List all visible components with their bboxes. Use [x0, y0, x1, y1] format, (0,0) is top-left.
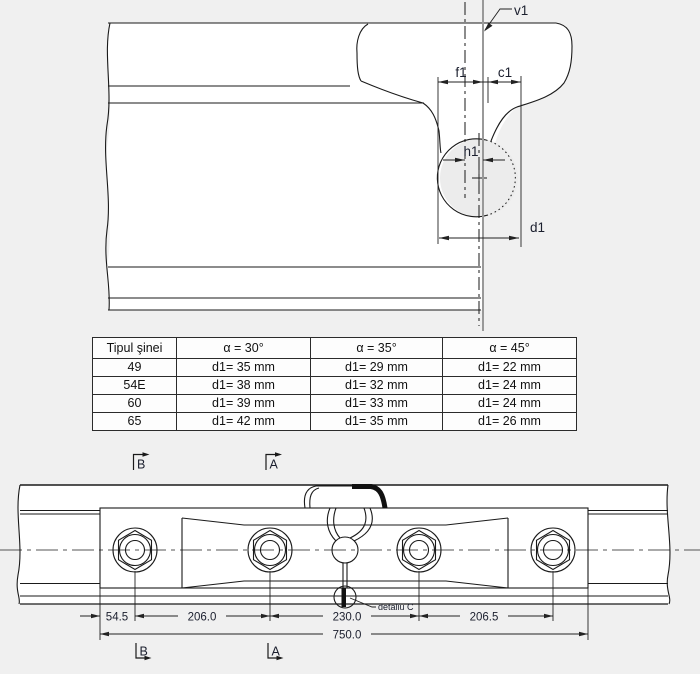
fishplate-rib-bottom [181, 580, 509, 589]
rail-head-line-left [20, 509, 100, 515]
table-row: 60 d1= 39 mm d1= 33 mm d1= 24 mm [92, 394, 577, 413]
fishplate-joint-drawing: detaliu C 54.5 206.0 230.0 206.5 750.0 [0, 452, 700, 661]
section-a-bottom-label: A [272, 645, 281, 659]
weld-ball [331, 536, 359, 564]
table-row: 49 d1= 35 mm d1= 29 mm d1= 22 mm [92, 358, 577, 377]
table-cell: d1= 42 mm [176, 412, 311, 431]
label-v1: v1 [514, 3, 528, 18]
table-cell: d1= 35 mm [310, 412, 443, 431]
table-cell: d1= 22 mm [442, 358, 577, 377]
detail-c-circle [333, 585, 357, 609]
bolt-2-hex-nut [252, 529, 288, 571]
rail-joint-side-view-drawing: v1 f1 c1 h1 d1 [105, 0, 573, 331]
label-c1: c1 [498, 65, 512, 80]
table-cell: d1= 35 mm [176, 358, 311, 377]
weld-dome-shadow [352, 484, 388, 509]
table-cell: 49 [92, 358, 177, 377]
dim-230-0: 230.0 [333, 612, 362, 624]
section-b-bottom-label: B [140, 645, 148, 659]
weld-funnel-right-inner [349, 507, 367, 539]
bolt-3 [396, 527, 442, 573]
label-d1: d1 [530, 220, 545, 235]
rail-body-fill [106, 23, 484, 310]
dim-206-0: 206.0 [188, 612, 217, 624]
label-f1: f1 [455, 65, 466, 80]
bottom-dimension-texts: 54.5 206.0 230.0 206.5 750.0 [106, 612, 499, 642]
bolt-3-hex-nut [401, 529, 437, 571]
weld-dome-fill [304, 486, 386, 508]
detail-c-leader [349, 597, 376, 608]
table-cell: d1= 24 mm [442, 376, 577, 395]
leader-v1 [484, 8, 512, 31]
break-line-left [105, 22, 111, 311]
detail-c-marker: detaliu C [333, 585, 414, 612]
break-line-right [666, 484, 671, 605]
table-cell: d1= 38 mm [176, 376, 311, 395]
table-header-rail-type: Tipul şinei [92, 337, 177, 359]
dim-750-0: 750.0 [333, 630, 362, 642]
section-b-top-label: B [137, 458, 145, 472]
table-cell: d1= 33 mm [310, 394, 443, 413]
table-row: 54E d1= 38 mm d1= 32 mm d1= 24 mm [92, 376, 577, 395]
label-h1: h1 [463, 144, 478, 159]
table-cell: d1= 26 mm [442, 412, 577, 431]
weld-funnel-right-outer [353, 507, 373, 542]
table-header-alpha-35: α = 35° [310, 337, 443, 359]
rail-head-end-profile-fill [356, 23, 572, 158]
rail-head-line-right [588, 509, 668, 515]
top-dimensions [437, 8, 522, 247]
table-header-alpha-45: α = 45° [442, 337, 577, 359]
detail-c-label: detaliu C [378, 602, 414, 612]
bolt-4-hex-nut [535, 529, 571, 571]
break-line-left [16, 484, 21, 605]
head-profile-bottom-left [360, 80, 442, 154]
dim-206-5: 206.5 [470, 612, 499, 624]
fishplate-rib-top [181, 517, 509, 526]
table-cell: 65 [92, 412, 177, 431]
bottom-extension-lines [99, 571, 589, 640]
section-markers: B A B A [132, 452, 284, 661]
hole-solid-arc [436, 138, 489, 218]
section-a-top-label: A [270, 458, 279, 472]
table-header-row: Tipul şinei α = 30° α = 35° α = 45° [92, 337, 577, 359]
table-cell: 54E [92, 376, 177, 395]
rail-hole-diameter-table: Tipul şinei α = 30° α = 35° α = 45° 49 d… [92, 337, 577, 431]
joint-gap-lines [342, 563, 348, 588]
table-cell: d1= 24 mm [442, 394, 577, 413]
table-cell: 60 [92, 394, 177, 413]
top-dimension-arrows [438, 22, 521, 241]
table-cell: d1= 29 mm [310, 358, 443, 377]
axis-lines [464, 0, 484, 331]
joint-gap-fill [341, 587, 346, 607]
weld-funnel-left-outer [326, 507, 337, 542]
table-cell: d1= 32 mm [310, 376, 443, 395]
table-header-alpha-30: α = 30° [176, 337, 311, 359]
table-cell: d1= 39 mm [176, 394, 311, 413]
top-labels: v1 f1 c1 h1 d1 [455, 3, 545, 235]
bolt-1-hex-nut [117, 529, 153, 571]
table-row: 65 d1= 42 mm d1= 35 mm d1= 26 mm [92, 412, 577, 431]
head-profile-right [490, 22, 573, 142]
head-profile-left [356, 23, 369, 82]
weld-dome-inner-line [309, 487, 320, 509]
weld-funnel-left-inner [333, 507, 341, 539]
dim-54-5: 54.5 [106, 612, 128, 624]
bottom-dimension-arrows [91, 613, 588, 637]
rail-outline-lines [105, 22, 573, 311]
